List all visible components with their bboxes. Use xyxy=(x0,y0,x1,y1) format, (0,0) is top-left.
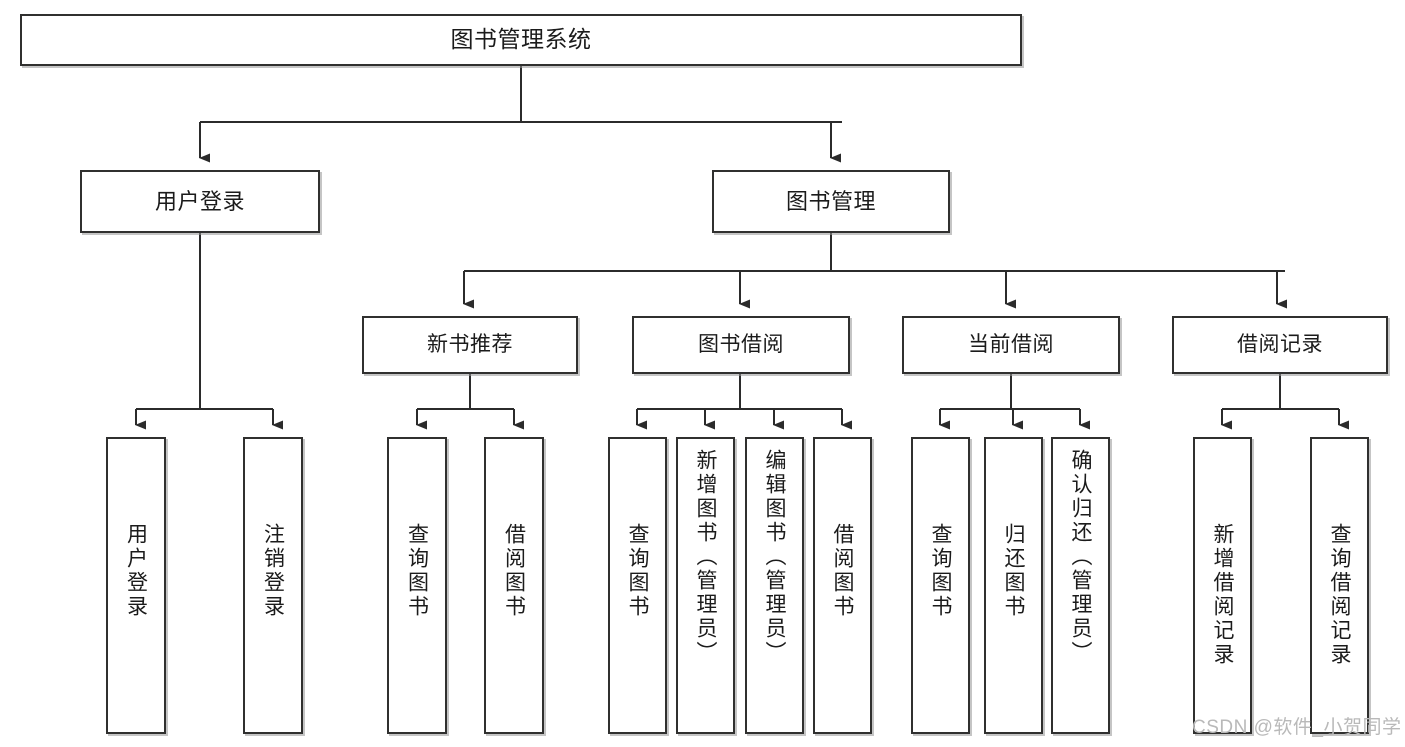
node-label: 用户登录 xyxy=(124,523,148,619)
node-label: 图书管理 xyxy=(785,188,876,214)
node-label: 注销登录 xyxy=(261,523,285,619)
node-user-login[interactable]: 用户登录 xyxy=(80,170,320,233)
node-leaf-confirm-return[interactable]: 确认归还（管理员） xyxy=(1051,437,1110,734)
node-label: 借阅记录 xyxy=(1237,332,1323,356)
node-label: 借阅图书 xyxy=(831,523,854,619)
node-leaf-query-borrow-record[interactable]: 查询借阅记录 xyxy=(1310,437,1369,734)
node-leaf-user-login[interactable]: 用户登录 xyxy=(106,437,166,734)
node-leaf-query-book-recommend[interactable]: 查询图书 xyxy=(387,437,447,734)
node-label: 编辑图书（管理员） xyxy=(763,449,786,665)
node-label: 查询图书 xyxy=(626,523,649,619)
node-label: 确认归还（管理员） xyxy=(1069,449,1092,665)
node-label: 当前借阅 xyxy=(968,332,1054,356)
node-borrow-records[interactable]: 借阅记录 xyxy=(1172,316,1388,374)
node-label: 查询图书 xyxy=(929,523,952,619)
node-label: 查询图书 xyxy=(405,523,429,619)
csdn-watermark: CSDN @软件_小贺同学 xyxy=(1192,717,1402,738)
node-label: 查询借阅记录 xyxy=(1328,523,1351,667)
node-book-borrow[interactable]: 图书借阅 xyxy=(632,316,850,374)
node-label: 图书借阅 xyxy=(698,332,784,356)
node-label: 新增图书（管理员） xyxy=(694,449,717,665)
node-label: 新增借阅记录 xyxy=(1211,523,1234,667)
node-leaf-edit-book[interactable]: 编辑图书（管理员） xyxy=(745,437,804,734)
node-label: 归还图书 xyxy=(1002,523,1025,619)
node-label: 借阅图书 xyxy=(502,523,526,619)
node-leaf-add-borrow-record[interactable]: 新增借阅记录 xyxy=(1193,437,1252,734)
node-label: 用户登录 xyxy=(154,188,245,214)
node-leaf-logout[interactable]: 注销登录 xyxy=(243,437,303,734)
node-leaf-borrow-book[interactable]: 借阅图书 xyxy=(813,437,872,734)
node-label: 图书管理系统 xyxy=(450,26,592,53)
node-book-management[interactable]: 图书管理 xyxy=(712,170,950,233)
node-leaf-add-book[interactable]: 新增图书（管理员） xyxy=(676,437,735,734)
node-leaf-borrow-book-recommend[interactable]: 借阅图书 xyxy=(484,437,544,734)
node-leaf-query-book-current[interactable]: 查询图书 xyxy=(911,437,970,734)
node-label: 新书推荐 xyxy=(427,332,513,356)
node-leaf-return-book[interactable]: 归还图书 xyxy=(984,437,1043,734)
node-new-book-recommend[interactable]: 新书推荐 xyxy=(362,316,578,374)
node-root-system[interactable]: 图书管理系统 xyxy=(20,14,1022,66)
node-current-borrow[interactable]: 当前借阅 xyxy=(902,316,1120,374)
node-leaf-query-book-borrow[interactable]: 查询图书 xyxy=(608,437,667,734)
